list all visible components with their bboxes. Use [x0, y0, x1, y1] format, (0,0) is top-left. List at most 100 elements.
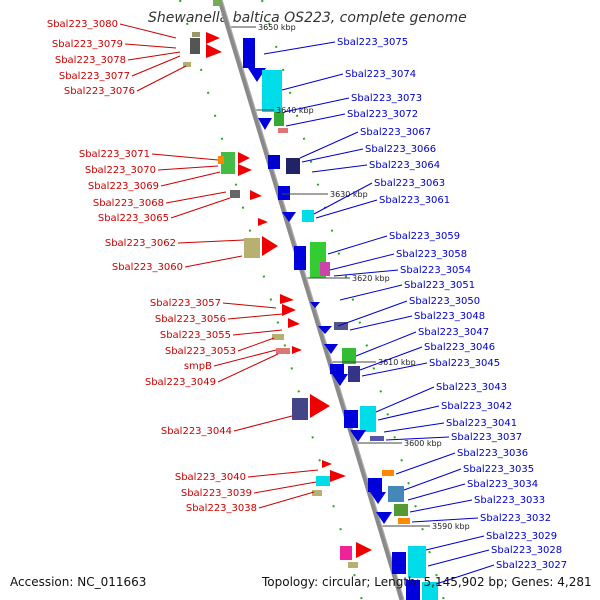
leader-line — [151, 153, 219, 161]
gene-label-right[interactable]: Sbal223_3042 — [441, 401, 512, 412]
gene-label-right[interactable]: Sbal223_3034 — [467, 479, 538, 490]
gene-label-left[interactable]: Sbal223_3049 — [145, 377, 216, 388]
gene-label-right[interactable]: Sbal223_3051 — [404, 280, 475, 291]
leader-line — [227, 313, 283, 320]
gene-label-right[interactable]: Sbal223_3050 — [409, 296, 480, 307]
gene-label-left[interactable]: Sbal223_3053 — [165, 346, 236, 357]
forward-gene-box — [268, 155, 280, 169]
gene-label-left[interactable]: Sbal223_3055 — [160, 330, 231, 341]
leader-line — [427, 549, 490, 567]
gene-label-left[interactable]: Sbal223_3057 — [150, 298, 221, 309]
gene-label-right[interactable]: Sbal223_3064 — [369, 160, 440, 171]
gene-label-right[interactable]: Sbal223_3059 — [389, 231, 460, 242]
leader-line — [127, 51, 181, 61]
leader-line — [213, 349, 277, 367]
leader-line — [385, 436, 450, 441]
left-gene-labels: Sbal223_3080Sbal223_3079Sbal223_3078Sbal… — [47, 19, 319, 514]
leader-line — [409, 499, 473, 513]
gene-label-right[interactable]: Sbal223_3066 — [365, 144, 436, 155]
gene-label-right[interactable]: Sbal223_3028 — [491, 545, 562, 556]
kbp-label: 3620 kbp — [352, 274, 390, 283]
forward-gene-arrow — [376, 512, 392, 524]
leader-line — [247, 469, 319, 478]
gene-label-right[interactable]: Sbal223_3043 — [436, 382, 507, 393]
gene-box — [192, 32, 200, 37]
forward-gene-arrow — [310, 302, 320, 308]
gene-label-right[interactable]: Sbal223_3063 — [374, 178, 445, 189]
gene-label-left[interactable]: Sbal223_3076 — [64, 86, 135, 97]
leader-line — [395, 452, 456, 475]
forward-gene-box — [344, 410, 358, 428]
gene-label-left[interactable]: Sbal223_3039 — [181, 488, 252, 499]
accession-text: Accession: NC_011663 — [10, 575, 146, 589]
gene-box — [274, 112, 284, 126]
gene-label-left[interactable]: Sbal223_3065 — [98, 213, 169, 224]
gene-label-right[interactable]: Sbal223_3033 — [474, 495, 545, 506]
gene-label-right[interactable]: Sbal223_3029 — [486, 531, 557, 542]
genome-backbone — [217, 0, 405, 600]
gene-label-right[interactable]: Sbal223_3054 — [400, 265, 471, 276]
leader-line — [355, 331, 417, 357]
leader-line — [301, 148, 364, 163]
gene-label-left[interactable]: Sbal223_3062 — [105, 238, 176, 249]
gene-label-right[interactable]: Sbal223_3037 — [451, 432, 522, 443]
gene-box — [292, 398, 308, 420]
gene-box — [278, 128, 288, 133]
gene-label-left[interactable]: Sbal223_3079 — [52, 39, 123, 50]
gene-label-right[interactable]: Sbal223_3045 — [429, 358, 500, 369]
gene-box — [320, 262, 330, 276]
gene-label-left[interactable]: Sbal223_3038 — [186, 503, 257, 514]
track-guide — [261, 0, 445, 600]
gene-label-right[interactable]: Sbal223_3061 — [379, 195, 450, 206]
leader-line — [411, 517, 479, 523]
gene-box — [316, 476, 330, 486]
reverse-gene-arrow — [292, 346, 302, 354]
gene-label-right[interactable]: Sbal223_3046 — [424, 342, 495, 353]
gene-label-right[interactable]: Sbal223_3047 — [418, 327, 489, 338]
gene-box — [183, 62, 191, 67]
gene-label-left[interactable]: Sbal223_3069 — [88, 181, 159, 192]
leader-line — [311, 164, 368, 173]
gene-label-left[interactable]: Sbal223_3078 — [55, 55, 126, 66]
gene-label-right[interactable]: Sbal223_3036 — [457, 448, 528, 459]
gene-label-right[interactable]: Sbal223_3073 — [351, 93, 422, 104]
gene-label-right[interactable]: Sbal223_3074 — [345, 69, 416, 80]
forward-gene-box — [243, 38, 255, 68]
gene-label-left[interactable]: Sbal223_3040 — [175, 472, 246, 483]
gene-label-left[interactable]: Sbal223_3068 — [93, 198, 164, 209]
gene-label-left[interactable]: Sbal223_3071 — [79, 149, 150, 160]
forward-gene-box — [406, 580, 420, 600]
gene-label-right[interactable]: Sbal223_3048 — [414, 311, 485, 322]
gene-label-right[interactable]: Sbal223_3032 — [480, 513, 551, 524]
gene-label-left[interactable]: Sbal223_3060 — [112, 262, 183, 273]
gene-label-right[interactable]: Sbal223_3072 — [347, 109, 418, 120]
leader-line — [425, 535, 485, 551]
gene-label-left[interactable]: Sbal223_3080 — [47, 19, 118, 30]
gene-box — [394, 504, 408, 516]
leader-line — [170, 197, 231, 219]
forward-gene-box — [330, 364, 344, 374]
gene-label-right[interactable]: Sbal223_3058 — [396, 249, 467, 260]
gene-label-right[interactable]: Sbal223_3027 — [496, 560, 567, 571]
kbp-label: 3630 kbp — [330, 190, 368, 199]
gene-label-right[interactable]: Sbal223_3041 — [446, 418, 517, 429]
leader-line — [327, 235, 388, 255]
leader-line — [232, 329, 283, 336]
gene-label-left[interactable]: Sbal223_3044 — [161, 426, 232, 437]
gene-box — [272, 334, 284, 340]
gene-label-left[interactable]: Sbal223_3077 — [59, 71, 130, 82]
gene-label-right[interactable]: Sbal223_3067 — [360, 127, 431, 138]
gene-box — [221, 152, 235, 174]
gene-box — [382, 470, 394, 476]
gene-label-right[interactable]: Sbal223_3075 — [337, 37, 408, 48]
gene-label-right[interactable]: Sbal223_3035 — [463, 464, 534, 475]
gene-label-left[interactable]: smpB — [184, 361, 212, 372]
gene-label-left[interactable]: Sbal223_3056 — [155, 314, 226, 325]
leader-line — [375, 386, 435, 413]
reverse-gene-arrow — [250, 190, 262, 200]
gene-label-left[interactable]: Sbal223_3070 — [85, 165, 156, 176]
leader-line — [339, 284, 403, 301]
reverse-gene-arrow — [330, 470, 346, 482]
